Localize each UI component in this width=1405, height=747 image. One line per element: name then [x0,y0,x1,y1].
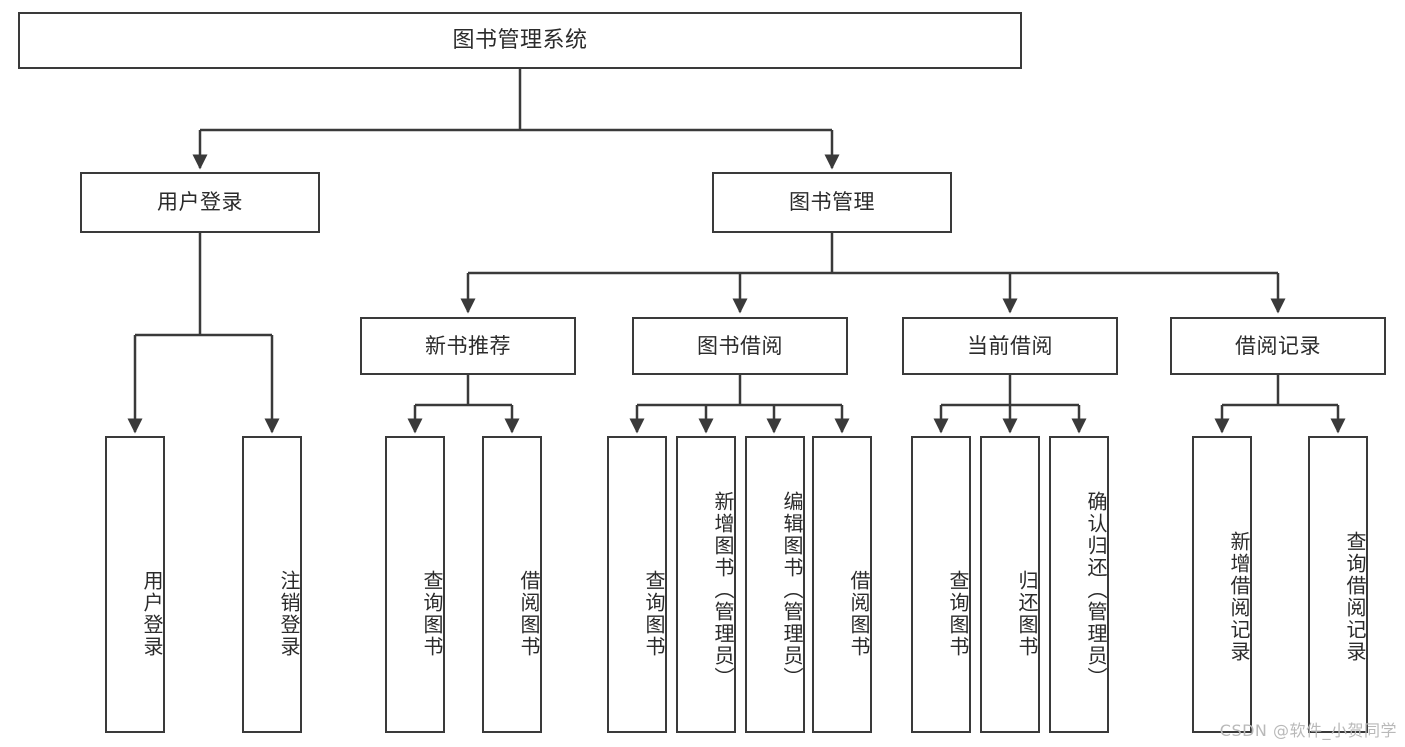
node-borrow-record[interactable]: 借阅记录 [1170,317,1386,375]
node-book-borrow[interactable]: 图书借阅 [632,317,848,375]
leaf-current-query-book[interactable]: 查询图书 [911,436,971,733]
leaf-record-query-record[interactable]: 查询借阅记录 [1308,436,1368,733]
leaf-user-login-signin[interactable]: 用户登录 [105,436,165,733]
node-root-system[interactable]: 图书管理系统 [18,12,1022,69]
leaf-current-confirm-return-admin[interactable]: 确认归还（管理员） [1049,436,1109,733]
leaf-newbook-borrow-book[interactable]: 借阅图书 [482,436,542,733]
leaf-record-add-record[interactable]: 新增借阅记录 [1192,436,1252,733]
leaf-newbook-query-book[interactable]: 查询图书 [385,436,445,733]
csdn-watermark: CSDN @软件_小贺同学 [1219,721,1397,740]
leaf-user-login-signout[interactable]: 注销登录 [242,436,302,733]
node-book-management[interactable]: 图书管理 [712,172,952,233]
leaf-borrow-query-book[interactable]: 查询图书 [607,436,667,733]
leaf-current-return-book[interactable]: 归还图书 [980,436,1040,733]
node-new-book-recommend[interactable]: 新书推荐 [360,317,576,375]
leaf-borrow-add-book-admin[interactable]: 新增图书（管理员） [676,436,736,733]
node-user-login[interactable]: 用户登录 [80,172,320,233]
leaf-borrow-edit-book-admin[interactable]: 编辑图书（管理员） [745,436,805,733]
node-current-borrow[interactable]: 当前借阅 [902,317,1118,375]
leaf-borrow-borrow-book[interactable]: 借阅图书 [812,436,872,733]
